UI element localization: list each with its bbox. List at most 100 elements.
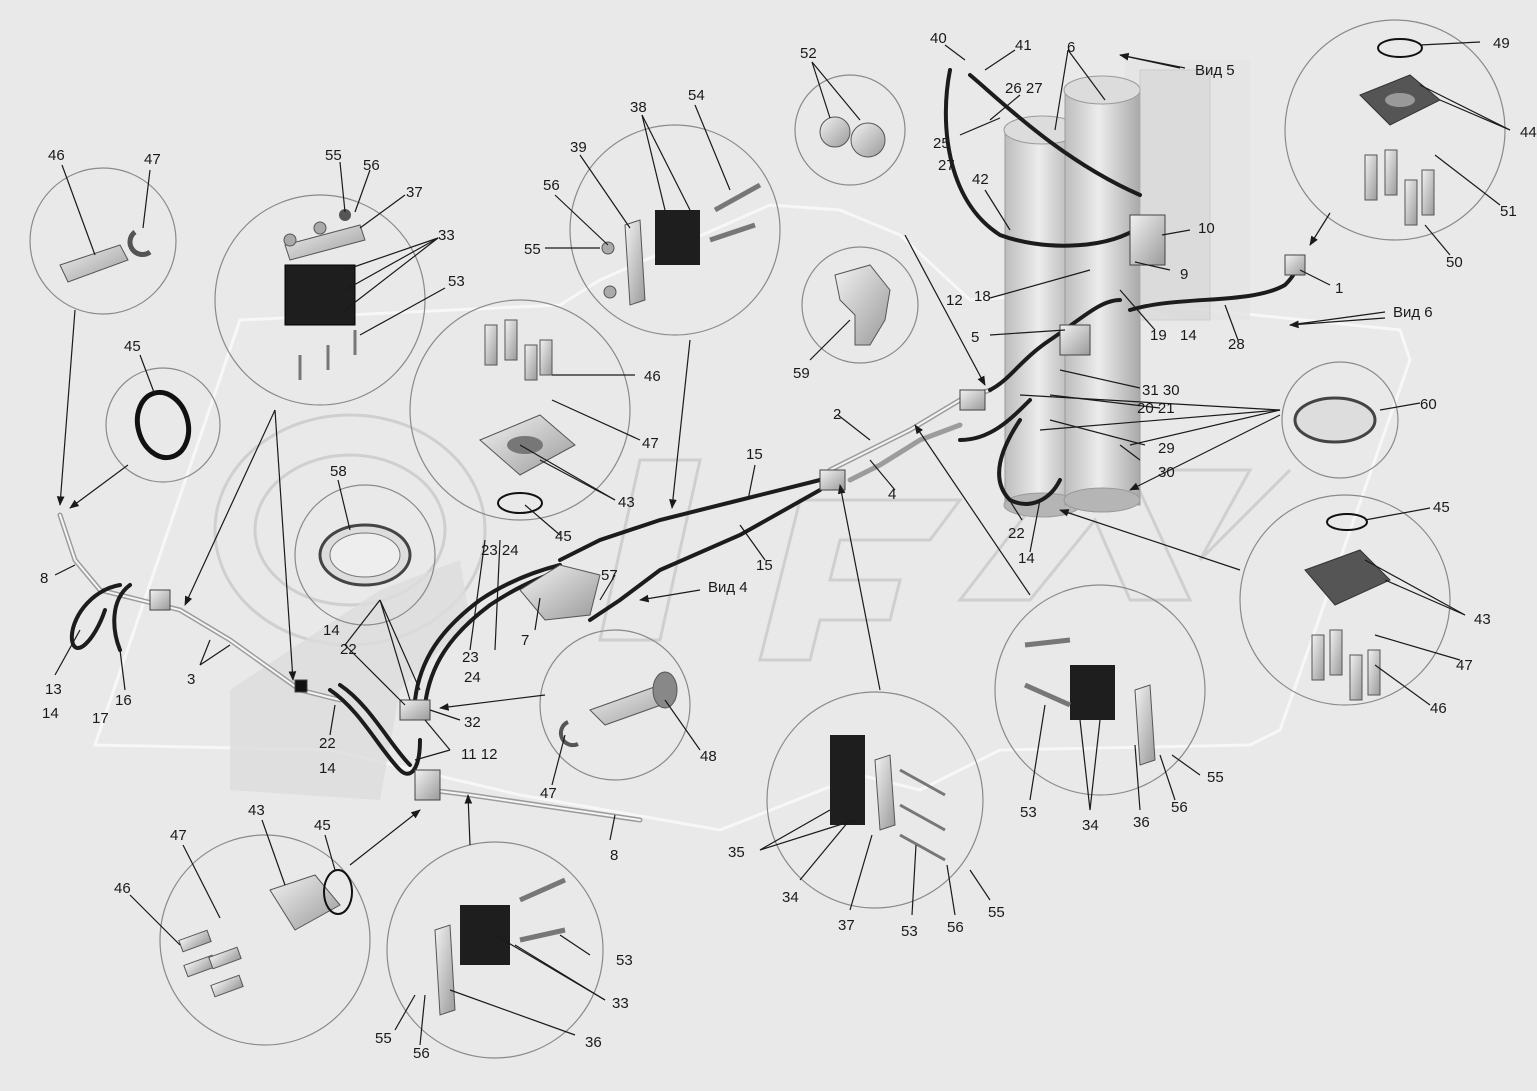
callout-56b: 56 (543, 177, 560, 194)
callout-33: 33 (438, 227, 455, 244)
label-vid4: Вид 4 (708, 579, 748, 596)
callout-39: 39 (570, 139, 587, 156)
callout-13: 13 (45, 681, 62, 698)
detail-circle-46-47 (29, 167, 177, 315)
callout-38: 38 (630, 99, 647, 116)
callout-58: 58 (330, 463, 347, 480)
callout-43c: 43 (248, 802, 265, 819)
connector-blocks (149, 214, 1306, 801)
callout-19: 19 (1150, 327, 1167, 344)
callout-55c: 55 (988, 904, 1005, 921)
callout-37b: 37 (838, 917, 855, 934)
callout-46b: 46 (644, 368, 661, 385)
callout-45b: 45 (555, 528, 572, 545)
callout-45d: 45 (314, 817, 331, 834)
detail-circle-43b (1239, 494, 1451, 706)
callout-9: 9 (1180, 266, 1188, 283)
detail-circle-35 (766, 691, 984, 909)
callout-51: 51 (1500, 203, 1517, 220)
detail-circle-59 (801, 246, 919, 364)
callout-12: 12 (946, 292, 963, 309)
callout-47d: 47 (540, 785, 557, 802)
callout-20-21: 20 21 (1137, 400, 1175, 417)
callout-56c: 56 (947, 919, 964, 936)
callout-29: 29 (1158, 440, 1175, 457)
detail-circle-58 (294, 484, 436, 626)
callout-46c: 46 (1430, 700, 1447, 717)
callout-1: 1 (1335, 280, 1343, 297)
callout-4: 4 (888, 486, 896, 503)
hydraulic-tanks (1003, 69, 1211, 518)
callout-59: 59 (793, 365, 810, 382)
callout-44: 44 (1520, 124, 1537, 141)
callout-47e: 47 (170, 827, 187, 844)
callout-22a: 22 (1008, 525, 1025, 542)
callout-2: 2 (833, 406, 841, 423)
callout-48: 48 (700, 748, 717, 765)
callout-34a: 34 (782, 889, 799, 906)
callout-25: 25 (933, 135, 950, 152)
detail-circle-38 (569, 124, 781, 336)
callout-8a: 8 (40, 570, 48, 587)
leader-lines (54, 41, 1511, 1046)
callout-55: 55 (325, 147, 342, 164)
callout-52: 52 (800, 45, 817, 62)
callout-14c: 14 (42, 705, 59, 722)
callout-27: 27 (938, 157, 955, 174)
detail-circle-34 (994, 584, 1206, 796)
callout-5: 5 (971, 329, 979, 346)
label-vid5: Вид 5 (1195, 62, 1235, 79)
callout-45: 45 (124, 338, 141, 355)
callout-37: 37 (406, 184, 423, 201)
callout-47: 47 (144, 151, 161, 168)
callout-15a: 15 (746, 446, 763, 463)
detail-circle-48 (539, 629, 691, 781)
callout-23-24a: 23 24 (481, 542, 519, 559)
callout-42: 42 (972, 171, 989, 188)
callout-16: 16 (115, 692, 132, 709)
callout-41: 41 (1015, 37, 1032, 54)
callout-15b: 15 (756, 557, 773, 574)
callout-22b: 22 (340, 641, 357, 658)
callout-24: 24 (464, 669, 481, 686)
callout-50: 50 (1446, 254, 1463, 271)
detail-circle-52 (794, 74, 906, 186)
callout-60: 60 (1420, 396, 1437, 413)
callout-45c: 45 (1433, 499, 1450, 516)
callout-53c: 53 (1020, 804, 1037, 821)
callout-54: 54 (688, 87, 705, 104)
callout-7: 7 (521, 632, 529, 649)
callout-55d: 55 (1207, 769, 1224, 786)
detail-circle-33b (386, 841, 604, 1059)
detail-circle-43c (159, 834, 371, 1046)
callout-55b: 55 (524, 241, 541, 258)
callout-31-30: 31 30 (1142, 382, 1180, 399)
callout-56: 56 (363, 157, 380, 174)
arrows (56, 52, 1386, 866)
callout-14a: 14 (1180, 327, 1197, 344)
callout-46d: 46 (114, 880, 131, 897)
callout-49: 49 (1493, 35, 1510, 52)
callout-28: 28 (1228, 336, 1245, 353)
label-vid6: Вид 6 (1393, 304, 1433, 321)
detail-circle-45 (105, 367, 221, 483)
detail-circle-44 (1284, 19, 1506, 241)
callout-53d: 53 (616, 952, 633, 969)
callout-53b: 53 (901, 923, 918, 940)
callout-47b: 47 (642, 435, 659, 452)
callout-47c: 47 (1456, 657, 1473, 674)
callout-14e: 14 (319, 760, 336, 777)
callout-22c: 22 (319, 735, 336, 752)
view-labels: Вид 5 Вид 6 Вид 4 (708, 62, 1433, 596)
callout-32: 32 (464, 714, 481, 731)
callout-36b: 36 (585, 1034, 602, 1051)
callout-30: 30 (1158, 464, 1175, 481)
callout-14d: 14 (323, 622, 340, 639)
detail-circle-43 (409, 299, 631, 521)
callout-33b: 33 (612, 995, 629, 1012)
callout-10: 10 (1198, 220, 1215, 237)
callout-6: 6 (1067, 39, 1075, 56)
callout-17: 17 (92, 710, 109, 727)
callout-11-12: 11 12 (461, 746, 497, 763)
